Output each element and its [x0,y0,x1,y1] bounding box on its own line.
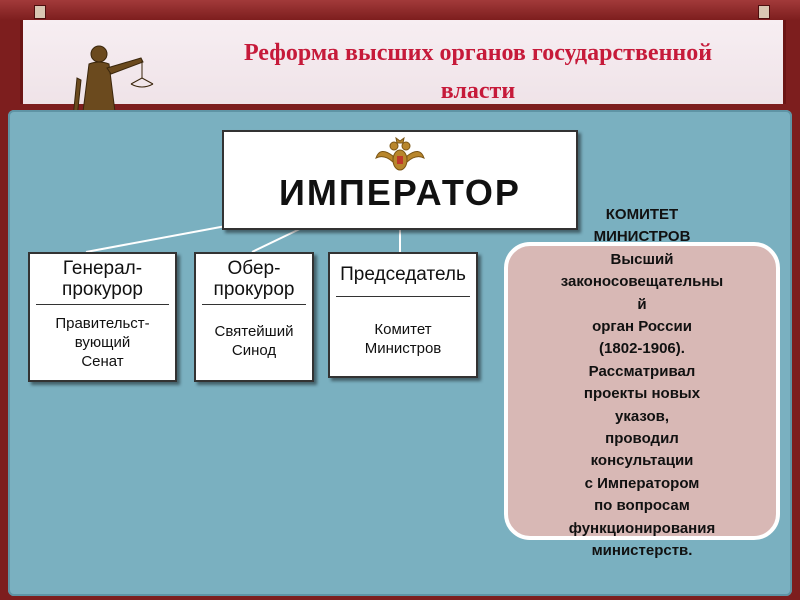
frame-left-marker-icon [34,5,46,19]
procurator-general-sub-line-2: вующий [74,334,131,351]
committee-line: указов, [614,407,669,425]
chief-procurator-title: Обер- прокурор [196,258,312,300]
chief-procurator-title-line-1: Обер- [227,258,281,279]
chairman-title-line-1: Председатель [340,264,466,285]
slide-title-line-2: власти [440,78,516,104]
procurator-general-title-line-1: Генерал- [62,258,143,279]
double-headed-eagle-icon [375,136,425,171]
procurator-general-divider [36,304,169,305]
committee-of-ministers-text: КОМИТЕТ МИНИСТРОВ Высший законосовещател… [522,204,762,563]
committee-line: МИНИСТРОВ [593,228,691,246]
emperor-box: ИМПЕРАТОР [222,130,578,230]
chief-procurator-sub-line-2: Синод [231,342,277,359]
procurator-general-title: Генерал- прокурор [30,258,175,300]
committee-line: с Императором [584,474,700,492]
committee-line: проводил [605,430,679,448]
committee-line: Рассматривал [588,362,696,380]
procurator-general-subtitle: Правительст- вующий Сенат [30,314,175,371]
chairman-sub-line-2: Министров [364,340,442,357]
chairman-box: Председатель Комитет Министров [328,252,478,378]
committee-line: КОМИТЕТ [605,206,679,223]
chairman-sub-line-1: Комитет [374,321,432,338]
committee-line: орган России [592,318,692,336]
procurator-general-sub-line-3: Сенат [81,353,124,370]
chief-procurator-box: Обер- прокурор Святейший Синод [194,252,314,382]
slide-title: Реформа высших органов государственной в… [173,34,783,110]
procurator-general-sub-line-1: Правительст- [55,315,150,332]
slide-header: Реформа высших органов государственной в… [20,20,786,128]
chief-procurator-subtitle: Святейший Синод [196,322,312,360]
chief-procurator-title-line-2: прокурор [213,279,295,300]
committee-line: (1802-1906). [599,340,685,358]
committee-line: по вопросам [594,497,690,515]
emperor-label: ИМПЕРАТОР [279,172,521,213]
committee-line: Высший [610,250,674,268]
committee-line: консультации [590,452,694,470]
committee-of-ministers-card [504,242,780,540]
frame-right-marker-icon [758,5,770,19]
slide-title-line-1: Реформа высших органов государственной [243,40,713,66]
committee-line: функционирования [568,519,716,537]
committee-line: проекты новых [583,385,701,403]
chief-procurator-sub-line-1: Святейший [214,323,294,340]
procurator-general-title-line-2: прокурор [62,279,143,300]
top-frame-strip [0,0,800,20]
committee-line: министерств. [591,542,693,560]
procurator-general-box: Генерал- прокурор Правительст- вующий Се… [28,252,177,382]
chairman-divider [336,296,470,297]
chairman-subtitle: Комитет Министров [330,320,476,358]
committee-line: й [637,295,647,313]
chief-procurator-divider [202,304,306,305]
chairman-title: Председатель [330,264,476,285]
committee-line: законосовещательны [560,273,724,291]
